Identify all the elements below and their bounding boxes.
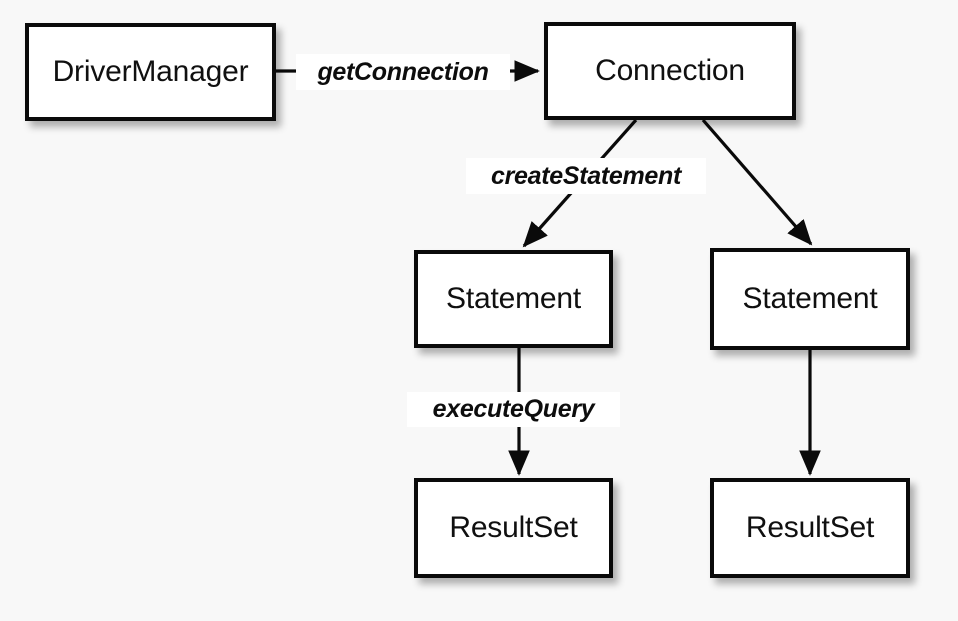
node-statement-right-label: Statement: [742, 282, 878, 315]
node-driver-manager-label: DriverManager: [52, 55, 249, 88]
node-resultset-left-label: ResultSet: [449, 511, 578, 544]
node-resultset-right-label: ResultSet: [745, 511, 875, 544]
node-connection-label: Connection: [595, 54, 745, 87]
node-resultset-right[interactable]: ResultSet: [710, 478, 910, 578]
edge-label-execute-query: executeQuery: [407, 392, 620, 427]
edge-label-get-connection: getConnection: [296, 54, 510, 90]
edge-connection-right-line: [701, 118, 813, 246]
node-resultset-left[interactable]: ResultSet: [414, 478, 613, 578]
node-statement-left[interactable]: Statement: [414, 250, 613, 348]
edge-label-create-statement: createStatement: [466, 158, 706, 194]
node-connection[interactable]: Connection: [544, 22, 796, 120]
node-statement-right[interactable]: Statement: [710, 248, 910, 350]
node-statement-left-label: Statement: [446, 282, 581, 315]
node-driver-manager[interactable]: DriverManager: [25, 23, 276, 121]
